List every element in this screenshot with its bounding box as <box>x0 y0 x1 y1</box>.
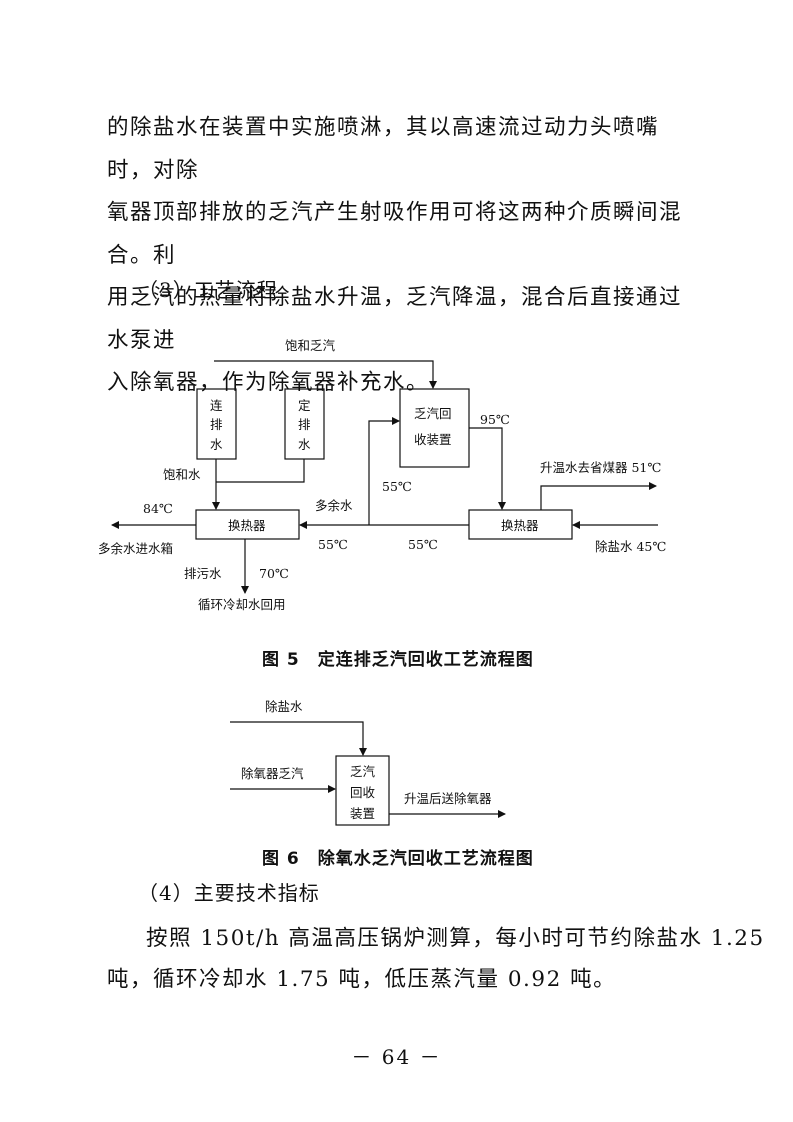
para2-line-1: 按照 150t/h 高温高压锅炉测算，每小时可节约除盐水 1.25 <box>146 926 765 951</box>
figure-6-diagram: 除盐水 除氧器乏汽 乏汽 回收 装置 升温后送除氧器 <box>230 699 506 826</box>
recovery-unit-fig6-line-1: 乏汽 <box>350 764 376 779</box>
recovery-unit-line-1: 乏汽回 <box>414 406 452 421</box>
periodic-char-1: 定 <box>298 398 311 413</box>
excess-water-label: 多余水 <box>315 498 353 513</box>
desalted-water-45-label: 除盐水 45℃ <box>595 539 666 554</box>
periodic-flow-line <box>216 459 305 483</box>
continuous-char-2: 排 <box>210 417 223 432</box>
saturated-water-label: 饱和水 <box>163 467 201 482</box>
circulating-cooling-label: 循环冷却水回用 <box>198 597 286 612</box>
section-4-heading: （4）主要技术指标 <box>138 881 320 905</box>
para2-line-2: 吨，循环冷却水 1.75 吨，低压蒸汽量 0.92 吨。 <box>107 967 617 992</box>
blowdown-water-label: 排污水 <box>184 566 222 581</box>
excess-to-tank-label: 多余水进水箱 <box>98 541 173 556</box>
desalted-water-inlet-line <box>230 721 367 756</box>
paragraph-1: 的除盐水在装置中实施喷淋，其以高速流过动力头喷嘴时，对除 氧器顶部排放的乏汽产生… <box>107 107 693 405</box>
figure-5-diagram: 饱和乏汽 连 排 水 定 排 水 乏汽回 收装置 95℃ 升温水去省煤器 51℃… <box>98 338 666 612</box>
temp-55-b-label: 55℃ <box>408 537 438 552</box>
para1-line-1: 的除盐水在装置中实施喷淋，其以高速流过动力头喷嘴时，对除 <box>107 115 660 183</box>
continuous-char-1: 连 <box>210 398 223 413</box>
deaerator-steam-label: 除氧器乏汽 <box>241 766 304 781</box>
warm-water-out-line <box>540 482 657 510</box>
saturated-steam-label: 饱和乏汽 <box>285 338 336 353</box>
periodic-char-2: 排 <box>298 417 311 432</box>
desalted-water-label: 除盐水 <box>265 699 303 714</box>
temp-70-label: 70℃ <box>259 566 289 581</box>
temp-55-mid-label: 55℃ <box>382 479 412 494</box>
temp-55-a-label: 55℃ <box>318 537 348 552</box>
excess-water-line <box>368 417 400 525</box>
recovery-unit-fig6-line-3: 装置 <box>350 806 375 821</box>
steam-inlet-line <box>214 360 437 389</box>
heat-exchanger-left-label: 换热器 <box>228 518 266 533</box>
warm-water-label: 升温水去省煤器 51℃ <box>540 460 661 475</box>
recovery-unit-line-2: 收装置 <box>414 432 452 447</box>
section-3-heading: （3）工艺流程 <box>138 278 278 302</box>
recovery-unit-fig6-line-2: 回收 <box>350 785 376 800</box>
temp-84-label: 84℃ <box>143 501 173 516</box>
heat-exchanger-right-label: 换热器 <box>501 518 539 533</box>
continuous-char-3: 水 <box>210 437 223 452</box>
para1-line-4: 入除氧器，作为除氧器补充水。 <box>107 370 430 395</box>
para1-line-3: 用乏汽的热量将除盐水升温，乏汽降温，混合后直接通过水泵进 <box>107 285 683 353</box>
recovery-unit-box-fig6 <box>335 755 390 826</box>
page-number: － 64 － <box>351 1045 442 1069</box>
to-deaerator-label: 升温后送除氧器 <box>404 791 492 806</box>
figure-5-caption: 图 5 定连排乏汽回收工艺流程图 <box>262 650 534 670</box>
figure-6-caption: 图 6 除氧水乏汽回收工艺流程图 <box>262 849 534 869</box>
temp-95-label: 95℃ <box>480 412 510 427</box>
para1-line-2: 氧器顶部排放的乏汽产生射吸作用可将这两种介质瞬间混合。利 <box>107 200 683 268</box>
recovery-to-exchanger-line <box>469 427 506 510</box>
periodic-char-3: 水 <box>298 437 311 452</box>
